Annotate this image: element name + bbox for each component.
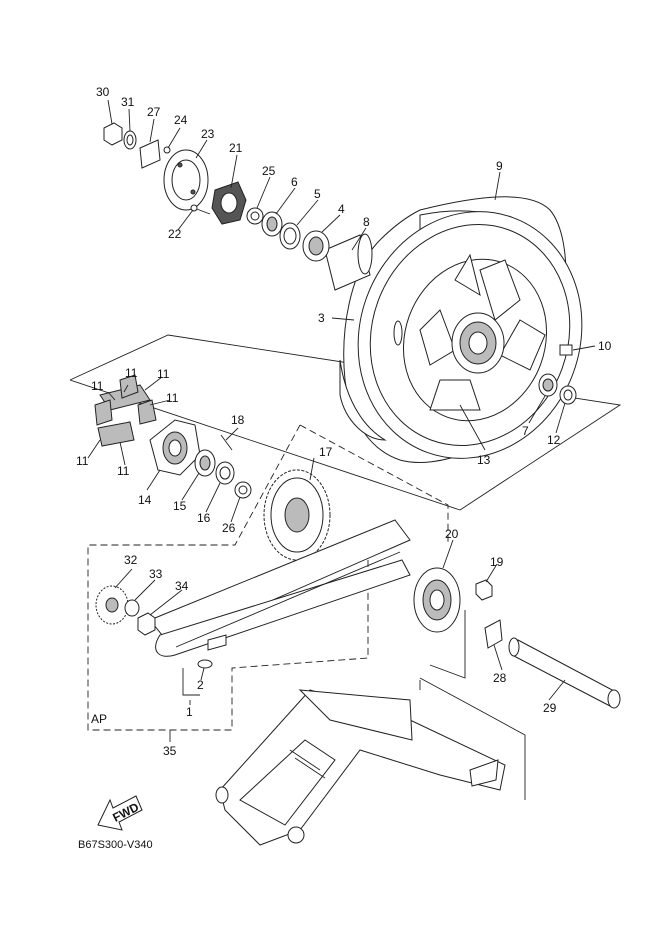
callout-12: 12 [547,433,561,447]
callout-27: 27 [147,105,161,119]
callout-33: 33 [149,567,163,581]
callout-11-d: 11 [166,391,179,405]
callout-16: 16 [197,511,211,525]
callout-25: 25 [262,164,276,178]
callout-1: 1 [186,705,193,719]
callout-15: 15 [173,499,187,513]
callout-11-b: 11 [157,367,170,381]
nut-34 [137,612,156,636]
lock-washer-33 [124,599,140,617]
callout-22: 22 [168,227,182,241]
collar-26 [234,481,252,499]
rear-sprocket-17 [263,469,331,561]
wheel-axle-29 [508,637,621,709]
callout-29: 29 [543,701,557,715]
callout-26: 26 [222,521,236,535]
callout-11-e: 11 [76,454,89,468]
washer-31 [123,130,137,150]
caliper-bracket-21 [211,181,247,225]
diagram-code: B67S300-V340 [78,839,153,851]
callout-8: 8 [363,215,370,229]
callout-21: 21 [229,141,243,155]
swingarm [215,689,506,846]
adjuster-plate-28 [484,619,503,649]
oil-seal-16 [215,461,235,485]
bolt-24 [163,146,171,154]
collar-25 [246,207,264,225]
bearing-7 [538,373,558,397]
stud-18 [220,434,233,451]
callout-9: 9 [496,159,503,173]
callout-3: 3 [318,311,325,325]
callout-4: 4 [338,202,345,216]
clutch-hub-14 [149,419,201,476]
nut-19 [475,579,493,601]
valve-10 [559,344,573,356]
callout-13: 13 [477,453,491,467]
callout-5: 5 [314,187,321,201]
callout-35: 35 [163,744,177,758]
brake-disc-23 [163,149,209,211]
callout-23: 23 [201,127,215,141]
callout-28: 28 [493,671,507,685]
oil-seal-5 [279,222,301,250]
drive-sprocket-32 [95,585,129,625]
callout-14: 14 [138,493,152,507]
swingarm-leader-frames [419,610,526,800]
callout-labels: 30 31 27 24 23 21 22 25 6 5 4 8 9 3 10 1… [76,85,612,851]
callout-18: 18 [231,413,245,427]
fwd-arrow-icon: FWD [97,795,143,831]
callout-7: 7 [522,424,529,438]
callout-30: 30 [96,85,110,99]
hub-dampers-11 [94,374,157,447]
callout-24: 24 [174,113,188,127]
adjuster-block-27 [139,139,161,169]
callout-20: 20 [445,527,459,541]
callout-11-c: 11 [91,379,104,393]
drive-chain-1 [149,519,411,657]
ap-label: AP [91,712,107,726]
callout-2: 2 [197,678,204,692]
callout-11-f: 11 [117,464,130,478]
collar-12 [559,385,577,405]
leader-lines [87,99,596,742]
callout-10: 10 [598,339,612,353]
wheel-hub [451,312,505,374]
callout-19: 19 [490,555,504,569]
bearing-6 [261,211,283,237]
nut-30 [103,122,123,146]
callout-11-a: 11 [125,366,138,380]
bearing-15 [194,449,216,477]
chain-kit-dashed-frame [87,424,449,731]
collar-8 [324,233,373,291]
callout-6: 6 [291,175,298,189]
sprocket-carrier-20 [413,567,461,633]
callout-32: 32 [124,553,138,567]
bolt-22 [190,204,211,215]
bearing-4 [302,230,330,262]
callout-31: 31 [121,95,135,109]
callout-17: 17 [319,445,333,459]
master-link-2 [197,634,227,669]
callout-34: 34 [175,579,189,593]
